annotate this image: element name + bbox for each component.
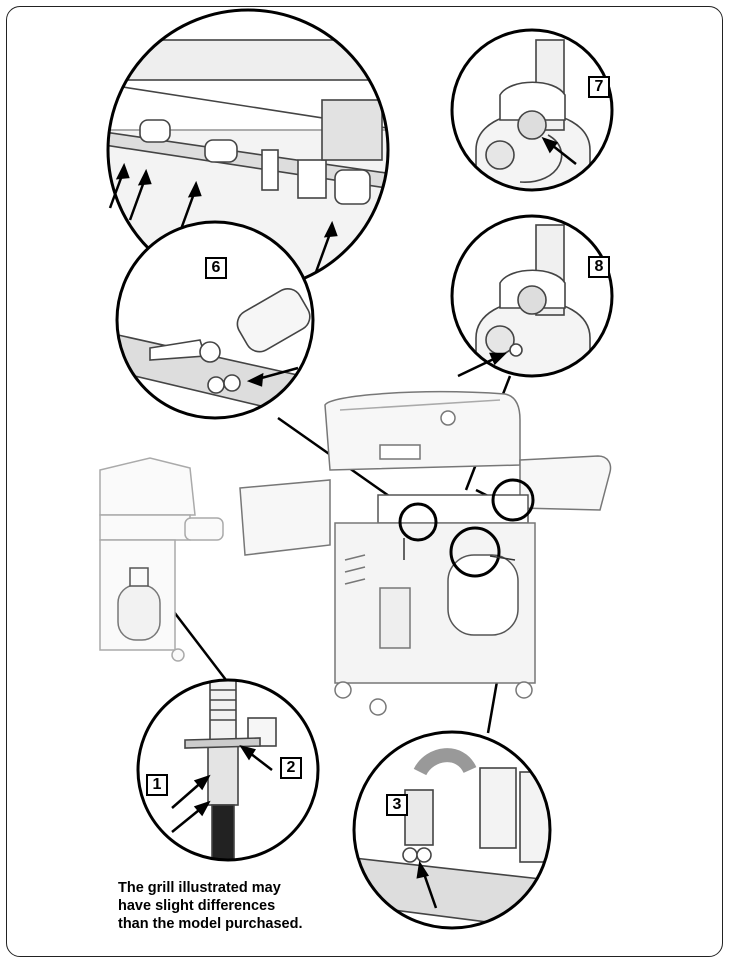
detail-8 (452, 216, 612, 390)
disclaimer-line-3: than the model purchased. (118, 915, 378, 933)
main-grill (240, 392, 611, 715)
disclaimer-line-1: The grill illustrated may (118, 879, 378, 897)
detail-7 (452, 30, 612, 200)
step-label-1: 1 (146, 774, 168, 796)
step-label-8: 8 (588, 256, 610, 278)
step-label-6: 6 (205, 257, 227, 279)
step-label-7: 7 (588, 76, 610, 98)
disclaimer-note: The grill illustrated may have slight di… (118, 879, 378, 933)
step-label-2: 2 (280, 757, 302, 779)
step-label-3: 3 (386, 794, 408, 816)
detail-3 (354, 732, 556, 930)
background-grill (100, 458, 223, 661)
disclaimer-line-2: have slight differences (118, 897, 378, 915)
